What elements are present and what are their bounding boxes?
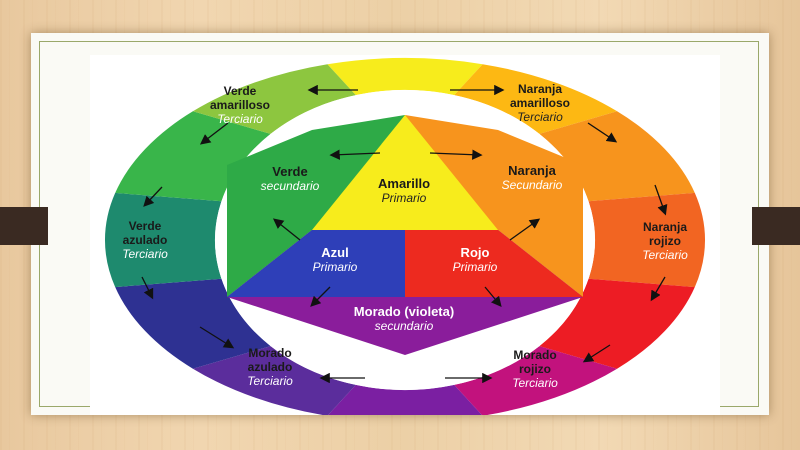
naranja-rojizo-type: Terciario <box>642 248 688 262</box>
ring-segment-red-violet <box>454 346 618 415</box>
outer-ring <box>104 58 706 415</box>
ring-segment-yellow-green <box>192 64 356 134</box>
arrow-inner-naranja <box>429 149 483 160</box>
rojo-name: Rojo <box>460 245 490 260</box>
label-morado-azulado: Morado azulado Terciario <box>247 346 293 388</box>
arrow-ll <box>199 326 235 349</box>
tri-rojo <box>405 230 583 297</box>
ring-segment-orange <box>539 111 695 202</box>
arrows <box>141 84 668 384</box>
tri-amarillo <box>312 115 498 230</box>
amarillo-name: Amarillo <box>377 176 431 191</box>
naranja-name: Naranja <box>508 163 556 178</box>
right-tab-marker <box>752 207 800 245</box>
label-naranja-rojizo: Naranja rojizo Terciario <box>642 220 688 262</box>
label-amarillo: Amarillo Primario <box>377 176 431 206</box>
ring-segment-red <box>539 278 695 369</box>
arrow-inner-morado-l <box>310 286 331 307</box>
label-verde-azulado: Verde azulado Terciario <box>122 219 168 261</box>
label-verde-amarilloso: Verde amarilloso Terciario <box>210 84 270 126</box>
arrow-ul-2 <box>143 186 163 207</box>
ring-segment-red-orange <box>588 192 706 288</box>
verde-amarilloso-name: Verde amarilloso <box>209 84 271 112</box>
hex-naranja <box>405 115 583 297</box>
arrow-inner-rojo <box>509 218 541 241</box>
amarillo-type: Primario <box>381 191 427 205</box>
ring-segment-yellow-orange <box>454 64 618 134</box>
label-naranja-amarilloso: Naranja amarilloso Terciario <box>510 82 570 124</box>
arrow-inner-morado-r <box>484 286 502 307</box>
naranja-type: Secundario <box>501 178 563 192</box>
label-azul: Azul Primario <box>312 245 358 275</box>
left-tab-marker <box>0 207 48 245</box>
arrow-inner-verde <box>329 149 381 160</box>
rojo-type: Primario <box>452 260 498 274</box>
morado-azulado-name: Morado azulado <box>247 346 293 374</box>
color-wheel <box>104 58 706 415</box>
label-morado-rojizo: Morado rojizo Terciario <box>512 348 558 390</box>
morado-rojizo-name: Morado rojizo <box>513 348 557 376</box>
label-naranja: Naranja Secundario <box>501 163 563 193</box>
ring-segment-green <box>115 111 271 202</box>
color-wheel-image: Verde amarilloso Terciario Naranja amari… <box>90 55 720 415</box>
tri-azul <box>227 230 405 297</box>
morado-azulado-type: Terciario <box>247 374 293 388</box>
ring-segment-violet <box>328 384 482 415</box>
arrow-lr <box>582 344 611 363</box>
verde-azulado-type: Terciario <box>122 247 168 261</box>
verde-azulado-name: Verde azulado <box>122 219 168 247</box>
arrow-r-down <box>650 276 666 302</box>
ring-segment-blue-green <box>104 192 222 288</box>
morado-rojizo-type: Terciario <box>512 376 558 390</box>
hex-verde <box>227 115 405 297</box>
azul-type: Primario <box>312 260 358 274</box>
ring-segment-yellow <box>327 58 483 96</box>
naranja-rojizo-name: Naranja rojizo <box>642 220 688 248</box>
morado-name: Morado (violeta) <box>353 304 455 319</box>
arrow-ur-1 <box>587 122 618 143</box>
label-morado: Morado (violeta) secundario <box>353 304 455 334</box>
verde-amarilloso-type: Terciario <box>217 112 263 126</box>
arrow-ur-2 <box>654 184 668 216</box>
azul-name: Azul <box>321 245 349 260</box>
arrow-ul-1 <box>199 122 229 145</box>
morado-type: secundario <box>374 319 434 333</box>
naranja-amarilloso-type: Terciario <box>517 110 563 124</box>
label-verde: Verde secundario <box>260 164 320 194</box>
ring-segment-blue-violet <box>192 346 356 415</box>
arrow-inner-azul <box>272 218 301 241</box>
verde-type: secundario <box>260 179 320 193</box>
arrow-l-down <box>141 276 154 300</box>
verde-name: Verde <box>272 164 308 179</box>
label-rojo: Rojo Primario <box>452 245 498 275</box>
naranja-amarilloso-name: Naranja amarilloso <box>509 82 571 110</box>
